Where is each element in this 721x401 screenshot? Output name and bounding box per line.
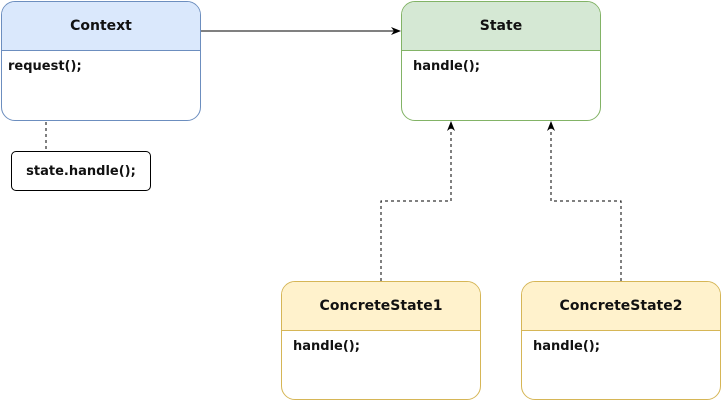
concrete-state-1-class-name: ConcreteState1 (282, 282, 480, 331)
concrete-state-2-class-method: handle(); (533, 339, 600, 354)
concrete-state-1-class-box[interactable]: ConcreteState1 handle(); (281, 281, 481, 400)
state-class-box[interactable]: State handle(); (401, 1, 601, 121)
context-class-name: Context (2, 2, 200, 51)
concrete-state-1-to-state-arrow (380, 121, 455, 281)
concrete-state-1-class-method: handle(); (293, 339, 360, 354)
state-class-name: State (402, 2, 600, 51)
context-class-box[interactable]: Context request(); (1, 1, 201, 121)
context-note[interactable]: state.handle(); (11, 151, 151, 191)
context-class-method: request(); (8, 59, 82, 74)
concrete-state-2-class-name: ConcreteState2 (522, 282, 720, 331)
concrete-state-2-class-box[interactable]: ConcreteState2 handle(); (521, 281, 721, 400)
concrete-state-2-to-state-arrow (547, 121, 622, 281)
state-class-method: handle(); (413, 59, 480, 74)
